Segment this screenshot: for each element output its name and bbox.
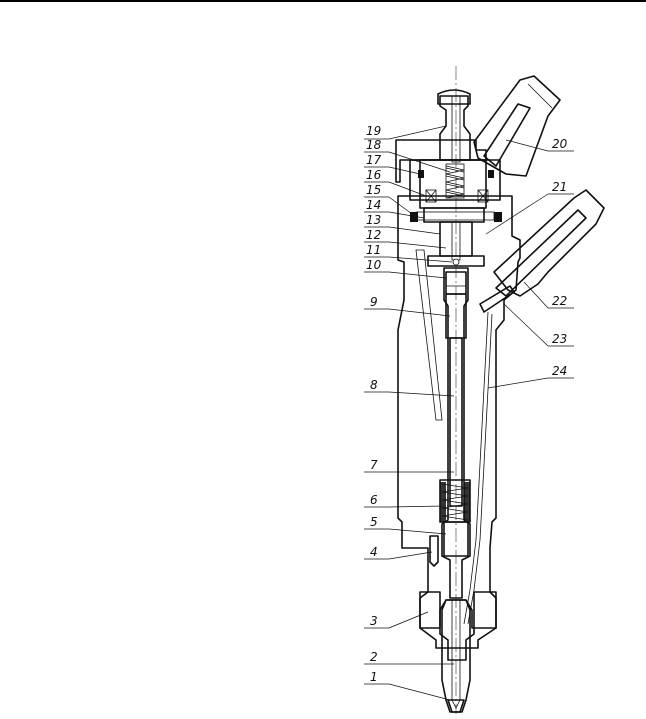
label-8: 8 (370, 378, 378, 392)
armature-disc (415, 211, 495, 221)
label-18: 18 (366, 138, 382, 152)
fuel-inlet-bore (495, 209, 587, 297)
fuel-channel-left (415, 249, 443, 421)
label-10: 10 (366, 258, 382, 272)
nozzle-tip-cone (451, 699, 461, 709)
ball-valve (452, 258, 460, 266)
leader-lines (364, 125, 574, 701)
seal-ring-left (410, 212, 418, 222)
label-3: 3 (370, 614, 378, 628)
label-15: 15 (366, 183, 381, 197)
label-19: 19 (366, 124, 381, 138)
label-5: 5 (370, 515, 378, 529)
nozzle-spring (439, 479, 471, 523)
fuel-return-23 (479, 285, 515, 313)
label-13: 13 (366, 213, 381, 227)
label-23: 23 (552, 332, 567, 346)
solenoid-coil-left (425, 189, 437, 203)
connector-top-ring (437, 89, 471, 105)
connector-stem-bore (451, 95, 461, 163)
label-6: 6 (370, 493, 378, 507)
label-7: 7 (370, 458, 378, 472)
label-22: 22 (552, 294, 567, 308)
control-valve-11 (427, 255, 485, 267)
label-9: 9 (370, 295, 378, 309)
oring-17-left (418, 170, 424, 178)
spacer-5 (443, 521, 469, 557)
nozzle-body-2 (441, 599, 471, 713)
injector-body (397, 195, 521, 629)
upper-spring (445, 163, 465, 199)
top-rule (0, 0, 646, 2)
seal-ring-right (494, 212, 502, 222)
nozzle-nut-3 (419, 591, 497, 661)
label-1: 1 (370, 670, 378, 684)
nozzle-tip (447, 699, 465, 713)
fuel-channel-24 (463, 311, 489, 625)
label-2: 2 (370, 650, 378, 664)
label-11: 11 (366, 243, 381, 257)
label-17: 17 (366, 153, 382, 167)
side-connector-20 (473, 75, 561, 177)
side-connector-20-channel (483, 103, 531, 167)
label-20: 20 (552, 137, 568, 151)
label-24: 24 (552, 364, 567, 378)
oring-17-right (488, 170, 494, 178)
locating-pin-4 (429, 535, 439, 567)
side-connector-20-groove (527, 83, 553, 109)
label-4: 4 (370, 545, 378, 559)
connector-stem (439, 95, 471, 161)
fuel-inlet-22 (493, 189, 605, 297)
label-12: 12 (366, 228, 381, 242)
fuel-channel-24b (467, 313, 493, 625)
label-14: 14 (366, 198, 381, 212)
label-16: 16 (366, 168, 382, 182)
solenoid-coil-right (477, 189, 489, 203)
label-21: 21 (552, 180, 567, 194)
